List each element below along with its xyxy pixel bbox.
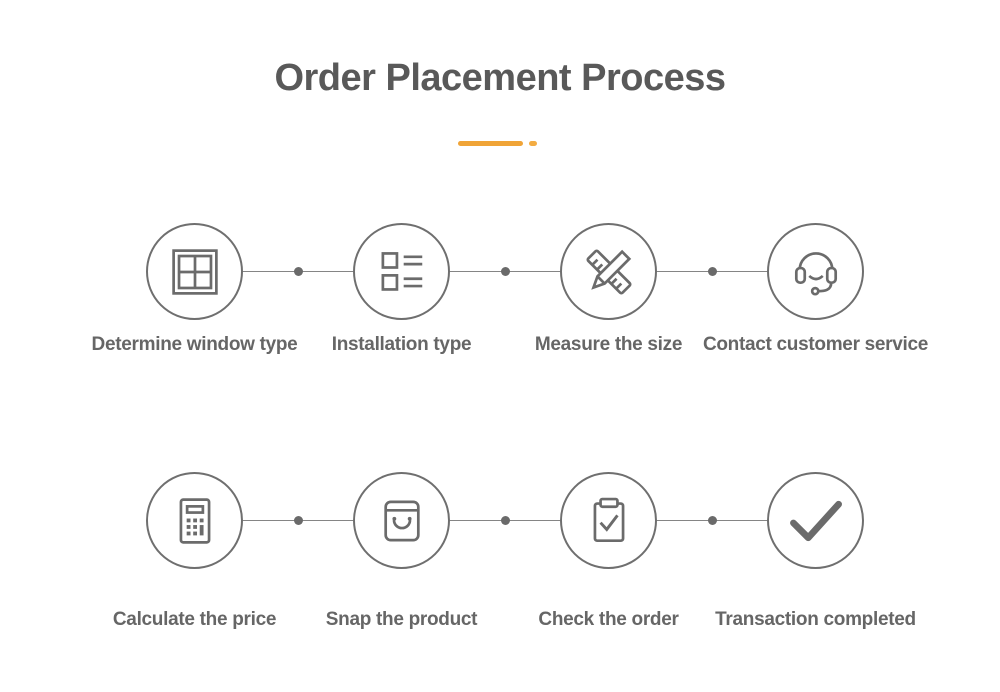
checkmark-icon bbox=[789, 500, 842, 541]
clipboard-check-icon bbox=[593, 497, 624, 542]
step-circle-determine-window-type bbox=[146, 223, 243, 320]
page-title: Order Placement Process bbox=[274, 57, 726, 99]
step-label: Installation type bbox=[331, 334, 472, 355]
headset-icon bbox=[794, 251, 837, 296]
connector-dot bbox=[500, 267, 510, 276]
step-circle-transaction-completed bbox=[767, 472, 864, 569]
step-label: Determine window type bbox=[91, 334, 298, 355]
step-label: Snap the product bbox=[325, 609, 478, 630]
step-circle-snap-the-product bbox=[353, 472, 450, 569]
ruler-pencil-icon bbox=[585, 248, 632, 295]
connector-dot bbox=[707, 267, 717, 276]
step-label: Contact customer service bbox=[702, 334, 929, 355]
title-underline-dot bbox=[529, 141, 537, 146]
connector-dot bbox=[293, 267, 303, 276]
process-row-1 bbox=[91, 223, 919, 320]
list-icon bbox=[381, 251, 422, 291]
process-row-2-labels: Calculate the price Snap the product Che… bbox=[91, 608, 919, 632]
connector-dot bbox=[293, 516, 303, 525]
step-label: Check the order bbox=[538, 609, 679, 630]
connector-dot bbox=[707, 516, 717, 525]
calculator-icon bbox=[179, 497, 210, 544]
step-label: Transaction completed bbox=[715, 609, 916, 630]
title-underline-dash bbox=[458, 141, 523, 146]
process-row-1-labels: Determine window type Installation type … bbox=[91, 333, 929, 357]
window-icon bbox=[171, 248, 218, 295]
step-circle-installation-type bbox=[353, 223, 450, 320]
step-circle-check-the-order bbox=[560, 472, 657, 569]
process-row-2 bbox=[91, 472, 919, 569]
step-label: Measure the size bbox=[534, 334, 683, 355]
connector-dot bbox=[500, 516, 510, 525]
step-circle-contact-customer-service bbox=[767, 223, 864, 320]
shopping-bag-icon bbox=[383, 500, 420, 541]
step-label: Calculate the price bbox=[112, 609, 277, 630]
step-circle-calculate-the-price bbox=[146, 472, 243, 569]
step-circle-measure-the-size bbox=[560, 223, 657, 320]
